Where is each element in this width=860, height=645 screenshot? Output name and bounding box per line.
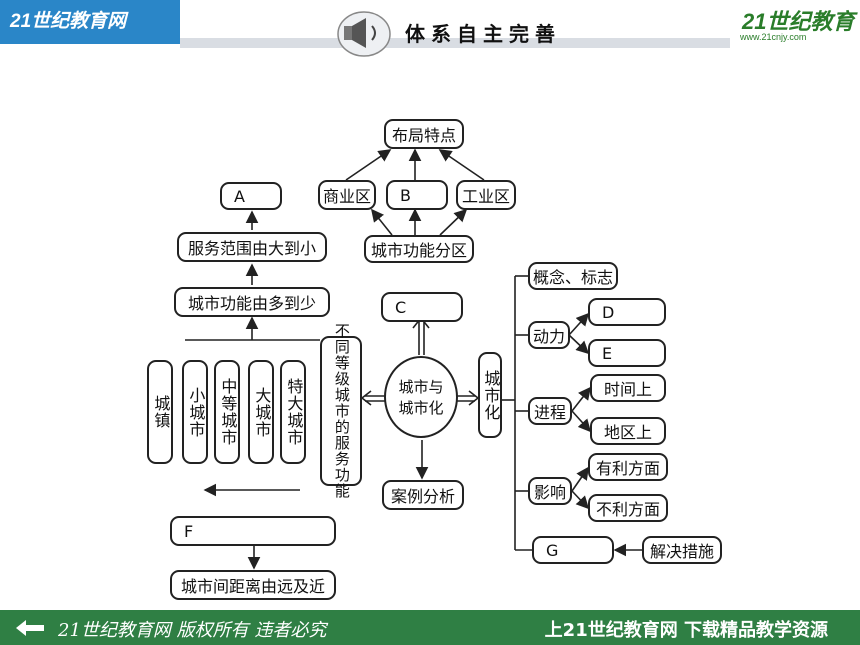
node-large-city: 大城市 xyxy=(248,360,274,464)
node-solutions: 解决措施 xyxy=(642,536,722,564)
node-process: 进程 xyxy=(528,397,572,425)
node-region: 地区上 xyxy=(590,417,666,445)
node-small-city: 小城市 xyxy=(182,360,208,464)
node-f-blank[interactable]: F xyxy=(170,516,336,546)
node-b-blank[interactable]: B xyxy=(386,180,448,210)
node-service-function: 不同等级城市的服务功能 xyxy=(320,323,362,499)
node-layout-features: 布局特点 xyxy=(384,119,464,149)
node-d-blank[interactable]: D xyxy=(588,298,666,326)
header-strip xyxy=(180,38,730,48)
node-time: 时间上 xyxy=(590,374,666,402)
section-title: 体系自主完善 xyxy=(405,22,561,46)
node-distance: 城市间距离由远及近 xyxy=(170,570,336,600)
node-urbanization: 城市化 xyxy=(478,352,502,438)
node-case-study: 案例分析 xyxy=(382,480,464,510)
node-c-blank[interactable]: C xyxy=(381,292,463,322)
node-center-urban: 城市与城市化 xyxy=(384,356,458,438)
node-e-blank[interactable]: E xyxy=(588,339,666,367)
node-town: 城镇 xyxy=(147,360,173,464)
brand-url[interactable]: www.21cnjy.com xyxy=(740,32,807,42)
node-service-range: 服务范围由大到小 xyxy=(177,232,327,262)
node-mega-city: 特大城市 xyxy=(280,360,306,464)
footer-download-link[interactable]: 上21世纪教育网 下载精品教学资源 xyxy=(544,620,828,641)
node-industrial-zone: 工业区 xyxy=(456,180,516,210)
footer-copyright: 21世纪教育网 版权所有 违者必究 xyxy=(58,620,327,641)
node-impact: 影响 xyxy=(528,477,572,505)
node-unfavorable: 不利方面 xyxy=(588,494,668,522)
footer-bar: 21世纪教育网 版权所有 违者必究 上21世纪教育网 下载精品教学资源 xyxy=(0,610,860,645)
brand-logo-left[interactable]: 21世纪教育网 xyxy=(0,0,180,44)
node-medium-city: 中等城市 xyxy=(214,360,240,464)
back-arrow-icon[interactable] xyxy=(14,618,46,638)
node-functional-zones: 城市功能分区 xyxy=(364,235,474,263)
speaker-icon xyxy=(337,11,391,57)
brand-logo-right[interactable]: 21世纪教育 xyxy=(742,9,855,34)
node-function-count: 城市功能由多到少 xyxy=(174,287,330,317)
node-commercial-zone: 商业区 xyxy=(318,180,376,210)
node-a-blank[interactable]: A xyxy=(220,182,282,210)
node-driving-force: 动力 xyxy=(528,321,570,349)
node-g-blank[interactable]: G xyxy=(532,536,614,564)
node-concept: 概念、标志 xyxy=(528,262,618,290)
node-favorable: 有利方面 xyxy=(588,453,668,481)
header-bar: 21世纪教育网 体系自主完善 21世纪教育 www.21cnjy.com xyxy=(0,0,860,57)
